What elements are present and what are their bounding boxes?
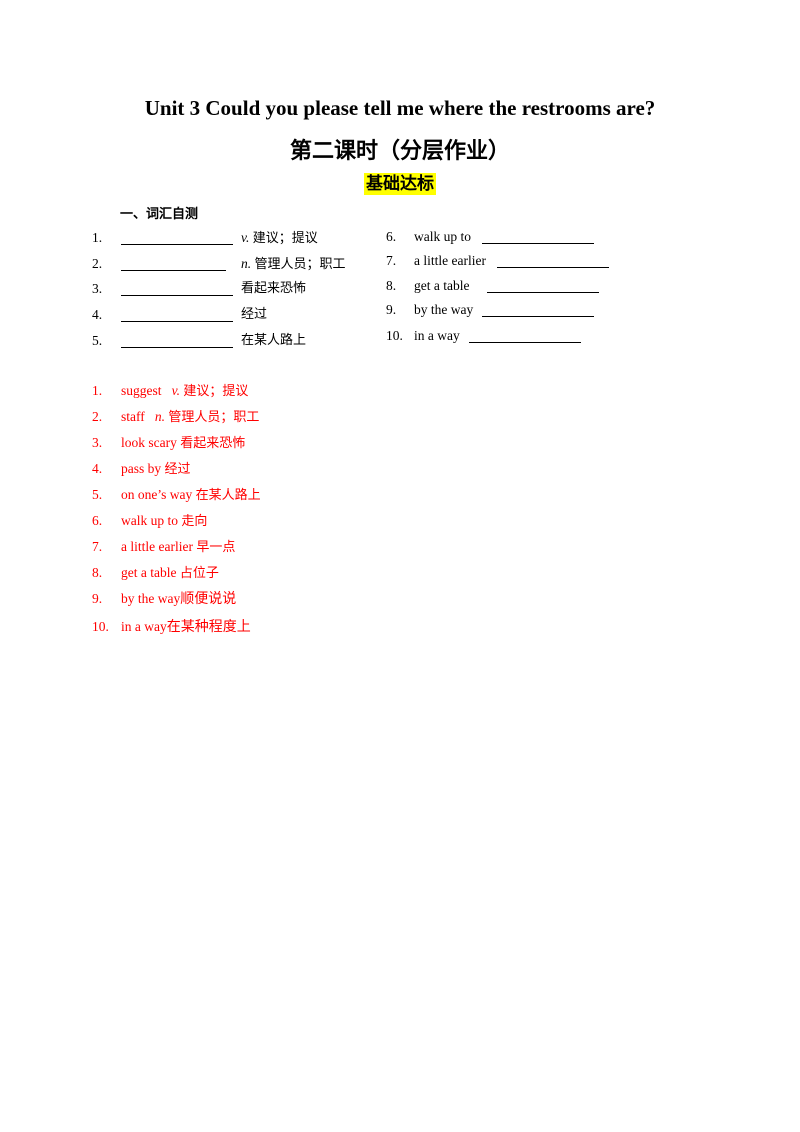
answer-pos: v. — [171, 383, 180, 398]
answer-blank — [482, 303, 594, 317]
item-phrase: by the way — [414, 302, 474, 317]
answer-chinese: 建议；提议 — [183, 384, 249, 399]
item-number: 3. — [92, 281, 103, 296]
answer-english: get a table — [121, 565, 177, 580]
exercise-item-2: 2. n. 管理人员；职工 — [92, 255, 346, 273]
answer-number: 9. — [92, 591, 103, 606]
answer-blank — [121, 282, 233, 296]
answer-number: 5. — [92, 487, 103, 502]
item-meaning: 看起来恐怖 — [241, 281, 307, 296]
exercise-item-10: 10. in a way — [386, 327, 581, 345]
exercise-item-1: 1. v. 建议；提议 — [92, 229, 318, 247]
answer-number: 3. — [92, 435, 103, 450]
answer-number: 10. — [92, 619, 109, 634]
answer-blank — [482, 230, 594, 244]
item-number: 4. — [92, 307, 103, 322]
part-of-speech: v. — [241, 230, 250, 245]
answer-chinese: 占位子 — [179, 566, 219, 581]
exercise-item-8: 8. get a table — [386, 277, 599, 295]
level-heading: 基础达标 — [0, 173, 800, 195]
answer-1: 1. suggest v. 建议；提议 — [92, 382, 248, 400]
item-number: 8. — [386, 278, 397, 293]
answer-english: pass by — [121, 461, 162, 476]
exercise-item-3: 3. 看起来恐怖 — [92, 280, 306, 298]
part-of-speech: n. — [241, 256, 252, 271]
item-phrase: walk up to — [414, 229, 471, 244]
answer-number: 2. — [92, 409, 103, 424]
answer-chinese: 顺便说说 — [180, 591, 237, 607]
item-meaning: 建议；提议 — [252, 231, 318, 246]
answer-8: 8. get a table 占位子 — [92, 564, 219, 582]
item-number: 2. — [92, 256, 103, 271]
page-title: Unit 3 Could you please tell me where th… — [144, 96, 656, 120]
answer-3: 3. look scary 看起来恐怖 — [92, 434, 245, 452]
answer-number: 6. — [92, 513, 103, 528]
answer-2: 2. staff n. 管理人员；职工 — [92, 408, 259, 426]
exercise-item-4: 4. 经过 — [92, 306, 267, 324]
answer-number: 8. — [92, 565, 103, 580]
answer-blank — [469, 329, 581, 343]
item-phrase: in a way — [414, 328, 460, 343]
answer-blank — [121, 257, 226, 271]
exercise-item-7: 7. a little earlier — [386, 252, 609, 270]
answer-blank — [121, 334, 233, 348]
answer-english: look scary — [121, 435, 177, 450]
answer-9: 9. by the way顺便说说 — [92, 590, 236, 608]
item-meaning: 在某人路上 — [241, 333, 307, 348]
answer-5: 5. on one’s way 在某人路上 — [92, 486, 261, 504]
answer-blank — [487, 279, 599, 293]
exercise-item-9: 9. by the way — [386, 301, 594, 319]
item-number: 6. — [386, 229, 397, 244]
level-label: 基础达标 — [364, 173, 436, 195]
item-number: 5. — [92, 333, 103, 348]
exercise-item-5: 5. 在某人路上 — [92, 332, 306, 350]
answer-10: 10. in a way在某种程度上 — [92, 618, 251, 636]
answer-chinese: 经过 — [164, 462, 191, 477]
answer-blank — [497, 254, 609, 268]
item-number: 9. — [386, 302, 397, 317]
item-meaning: 管理人员；职工 — [254, 257, 346, 272]
answer-4: 4. pass by 经过 — [92, 460, 191, 478]
answer-chinese: 看起来恐怖 — [180, 436, 246, 451]
lesson-subtitle: 第二课时（分层作业） — [289, 139, 510, 164]
answer-blank — [121, 308, 233, 322]
answer-6: 6. walk up to 走向 — [92, 512, 207, 530]
exercise-item-6: 6. walk up to — [386, 228, 594, 246]
answer-7: 7. a little earlier 早一点 — [92, 538, 235, 556]
answer-english: suggest — [121, 383, 162, 398]
answer-english: on one’s way — [121, 487, 193, 502]
answer-number: 4. — [92, 461, 103, 476]
item-meaning: 经过 — [241, 307, 268, 322]
answer-blank — [121, 231, 233, 245]
answer-number: 1. — [92, 383, 103, 398]
item-number: 1. — [92, 230, 103, 245]
item-number: 10. — [386, 328, 403, 343]
item-phrase: a little earlier — [414, 253, 486, 268]
answer-number: 7. — [92, 539, 103, 554]
item-phrase: get a table — [414, 278, 470, 293]
answer-chinese: 早一点 — [196, 540, 236, 555]
answer-pos: n. — [154, 409, 165, 424]
answer-chinese: 管理人员；职工 — [168, 410, 260, 425]
item-number: 7. — [386, 253, 397, 268]
answer-english: walk up to — [121, 513, 178, 528]
answer-english: staff — [121, 409, 145, 424]
answer-chinese: 在某人路上 — [195, 488, 261, 503]
answer-chinese: 走向 — [181, 514, 208, 529]
answer-english: in a way — [121, 619, 167, 634]
answer-english: by the way — [121, 591, 181, 606]
answer-english: a little earlier — [121, 539, 193, 554]
section-heading: 一、词汇自测 — [120, 207, 199, 222]
answer-chinese: 在某种程度上 — [166, 619, 251, 635]
